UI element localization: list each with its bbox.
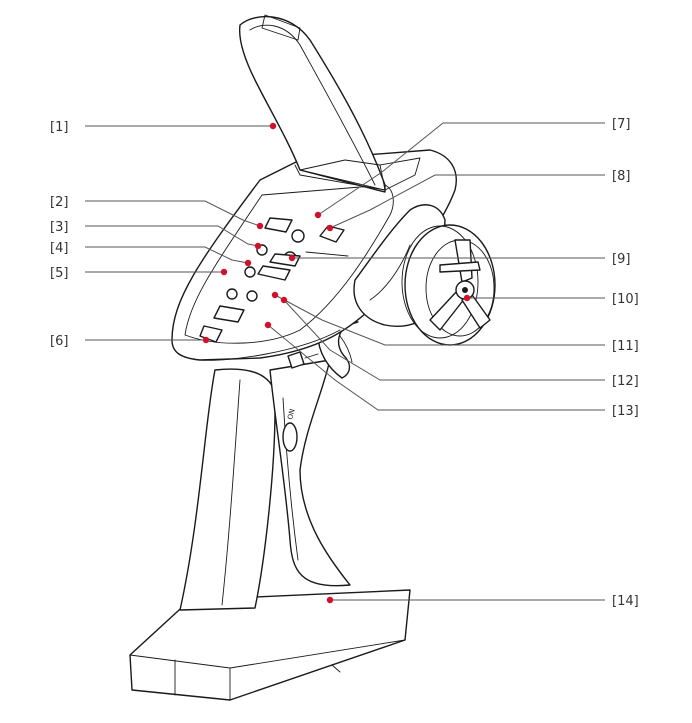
callout-marker-8: [326, 224, 334, 232]
callout-label-1: [1]: [50, 120, 68, 135]
callout-marker-2: [256, 222, 264, 230]
callout-marker-7: [314, 211, 322, 219]
callout-label-2: [2]: [50, 195, 68, 210]
callout-marker-12: [280, 296, 288, 304]
callout-marker-3: [254, 242, 262, 250]
svg-text:ON: ON: [286, 408, 297, 420]
callout-marker-5: [220, 268, 228, 276]
callout-marker-13: [264, 321, 272, 329]
leader-3: [85, 225, 259, 247]
callout-labels: [1] [2] [3] [4] [5] [6] [7] [8] [9] [10]…: [50, 117, 639, 609]
callout-label-5: [5]: [50, 266, 68, 281]
callout-marker-11: [271, 291, 279, 299]
callout-marker-10: [463, 294, 471, 302]
callout-label-9: [9]: [612, 252, 630, 267]
leader-4: [85, 246, 249, 264]
key-right: [319, 225, 345, 243]
callout-label-4: [4]: [50, 241, 68, 256]
callout-markers: [202, 122, 471, 604]
callout-label-14: [14]: [612, 594, 639, 609]
leader-12: [283, 299, 605, 381]
key-left: [264, 217, 293, 233]
callout-marker-4: [244, 259, 252, 267]
callout-label-13: [13]: [612, 404, 639, 419]
grip-handle: [179, 368, 277, 611]
key-center: [291, 229, 305, 243]
display-lid: [238, 15, 386, 193]
callout-label-12: [12]: [612, 374, 639, 389]
callout-label-6: [6]: [50, 334, 68, 349]
callout-label-8: [8]: [612, 169, 630, 184]
callout-marker-14: [326, 596, 334, 604]
leader-2: [85, 200, 261, 227]
callout-label-7: [7]: [612, 117, 630, 132]
leader-13: [267, 324, 605, 411]
callout-marker-1: [269, 122, 277, 130]
leader-8: [329, 174, 605, 229]
leader-lines: [85, 122, 605, 601]
callout-label-3: [3]: [50, 220, 68, 235]
callout-marker-9: [288, 254, 296, 262]
steering-wheel-spokes: [429, 239, 491, 331]
leader-7: [317, 122, 605, 216]
power-switch: [282, 422, 298, 452]
callout-marker-6: [202, 336, 210, 344]
grip-back: [269, 359, 351, 587]
callout-label-11: [11]: [612, 339, 639, 354]
leader-11: [274, 294, 605, 346]
bind-switch: [287, 351, 305, 369]
base-stand: [129, 589, 411, 701]
callout-label-10: [10]: [612, 292, 639, 307]
transmitter-illustration: ON: [129, 14, 496, 701]
